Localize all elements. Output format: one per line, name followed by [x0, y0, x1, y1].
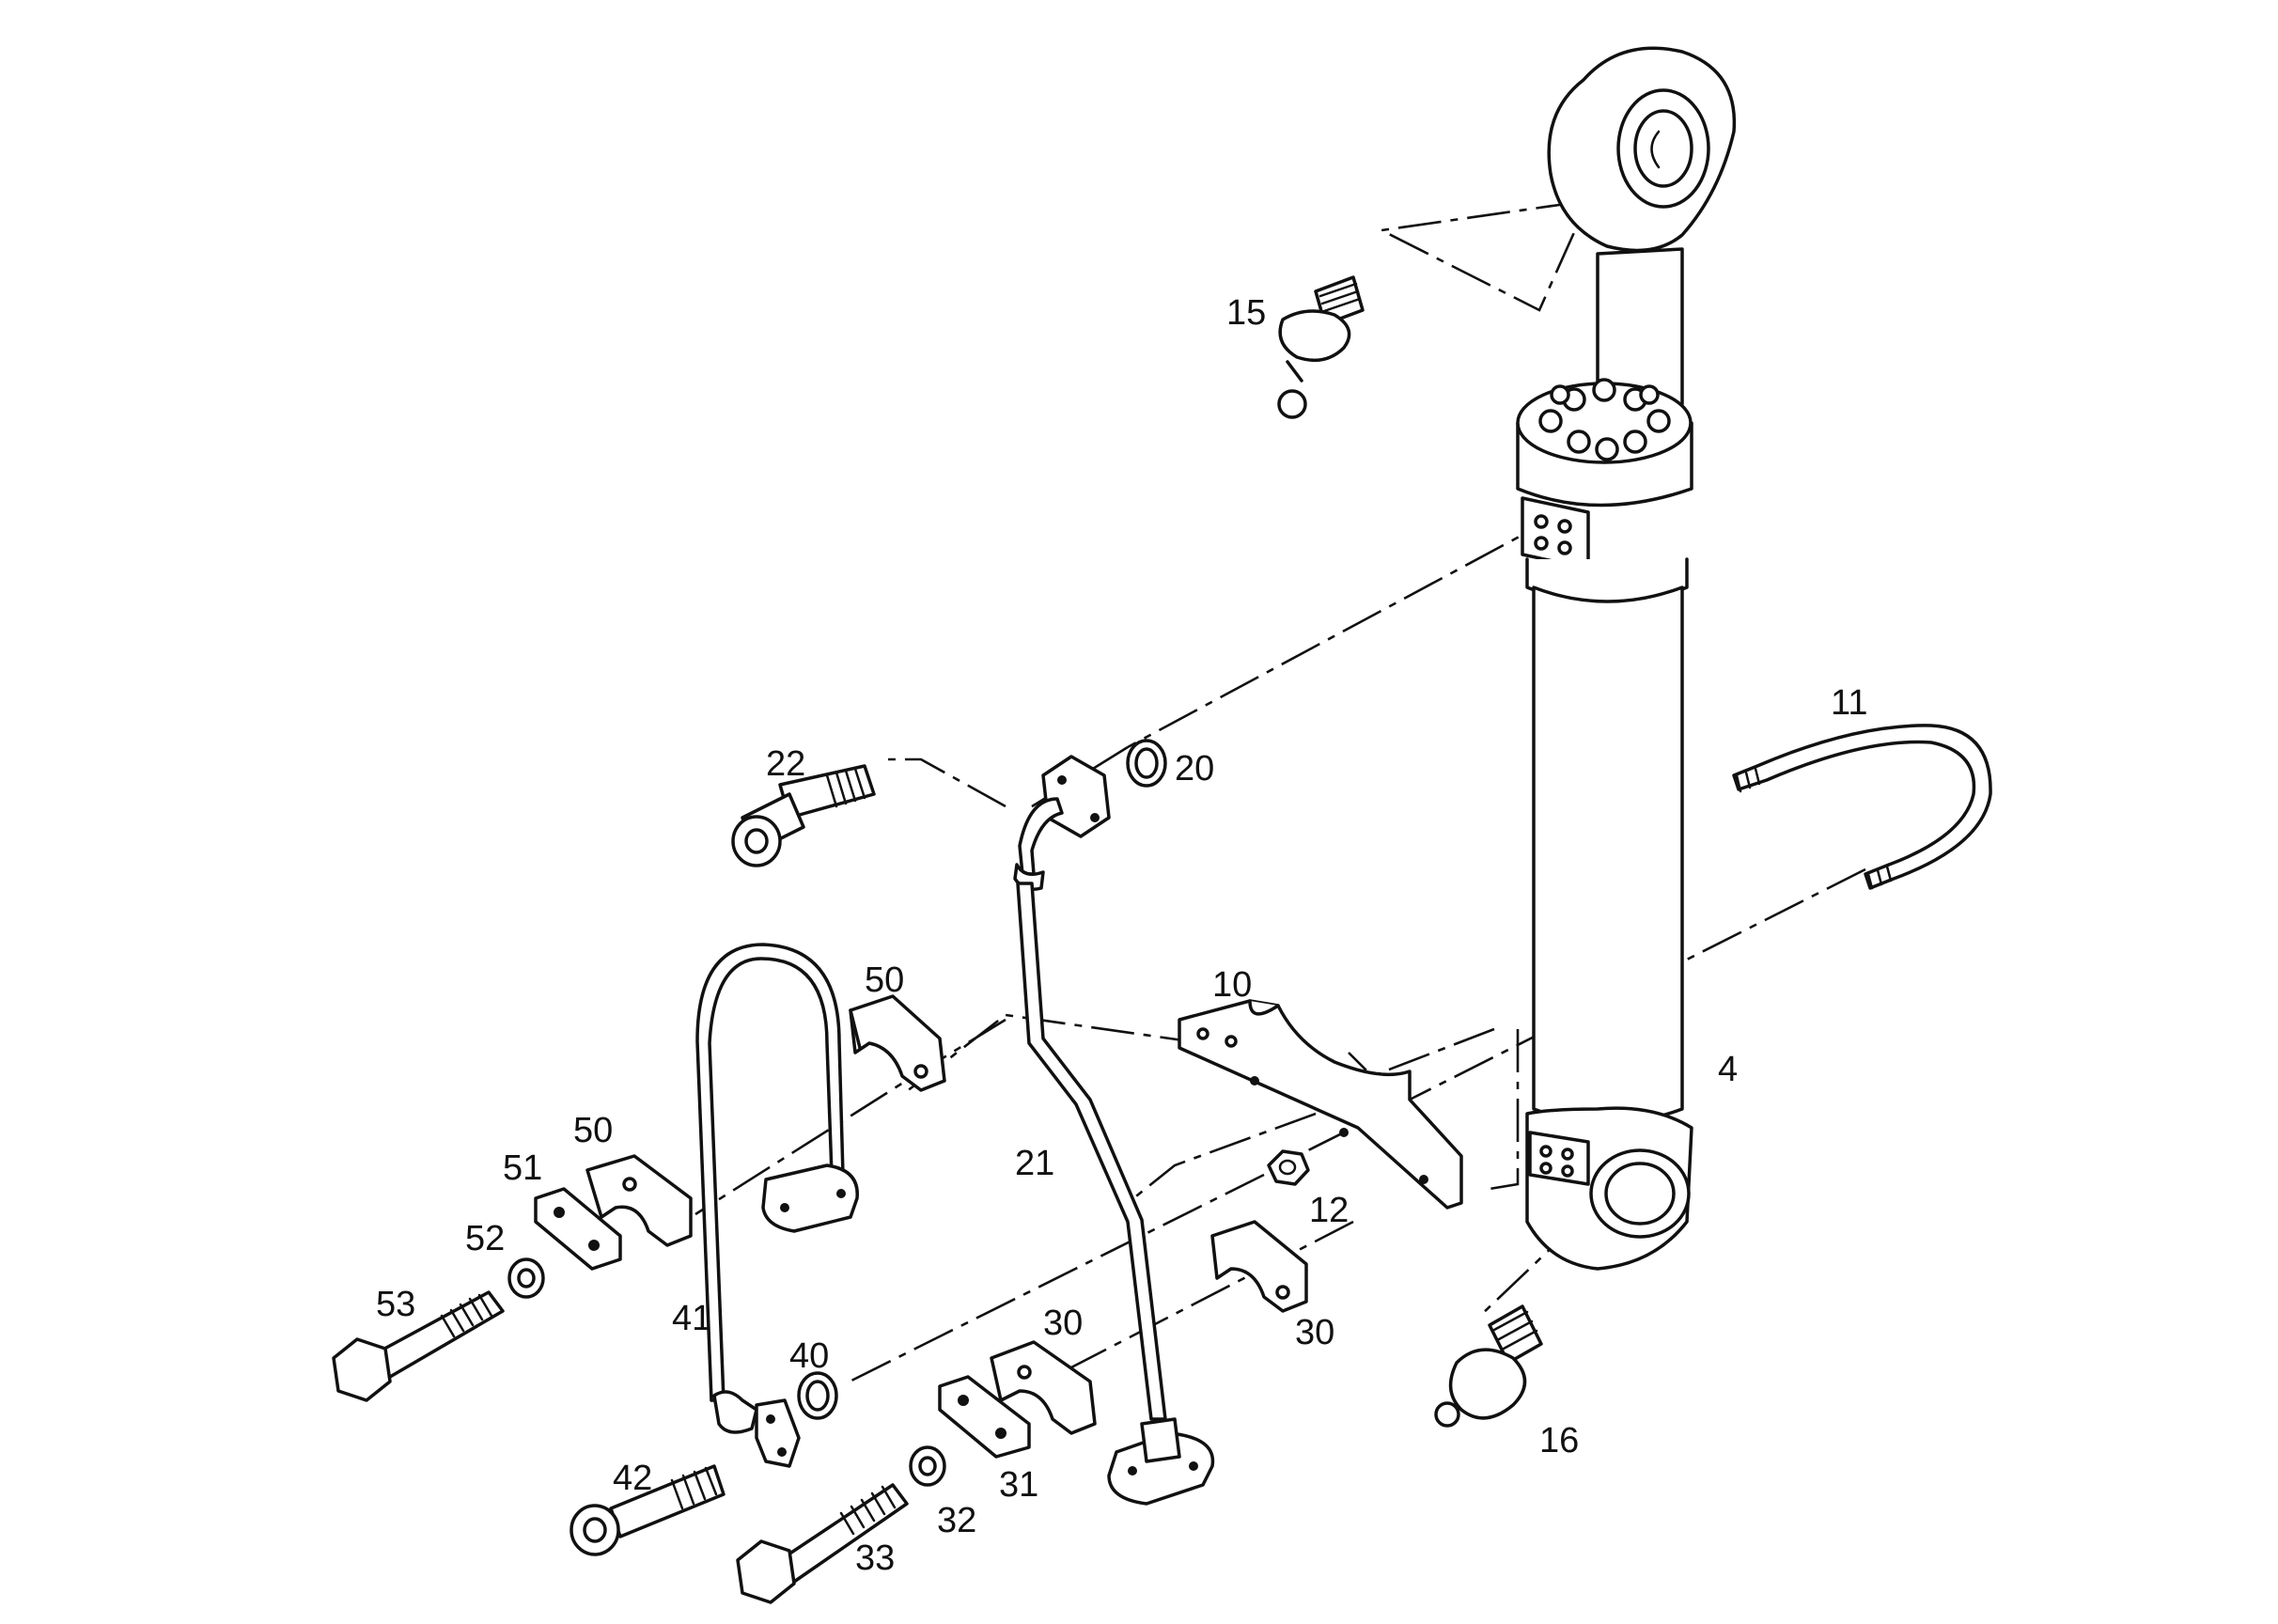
callout-labels: 4 10 11 12 15 16 20 21 22 30 30 31 32 33… — [376, 293, 1867, 1578]
callout-52: 52 — [465, 1219, 505, 1258]
callout-16: 16 — [1539, 1421, 1579, 1460]
callout-40: 40 — [789, 1336, 829, 1376]
callout-20: 20 — [1175, 749, 1214, 789]
bracket-10 — [1178, 999, 1463, 1210]
callout-32: 32 — [937, 1501, 976, 1540]
grease-nipple-upper — [1277, 275, 1365, 419]
socket-screw-42 — [570, 1464, 726, 1556]
pipe-41 — [695, 943, 859, 1468]
socket-screw-22 — [731, 764, 876, 867]
plate-31 — [938, 1375, 1031, 1459]
grease-nipple-lower — [1434, 1304, 1543, 1428]
assembly-leader-lines — [694, 200, 1866, 1385]
hex-bolt-33 — [736, 1483, 909, 1604]
pipe-21 — [1013, 755, 1215, 1506]
callout-53: 53 — [376, 1285, 415, 1324]
plate-51 — [534, 1187, 622, 1271]
callout-50a: 50 — [865, 960, 904, 1000]
callout-10: 10 — [1212, 965, 1252, 1005]
clamp-half-30-right — [1210, 1220, 1308, 1313]
callout-30b: 30 — [1043, 1304, 1083, 1343]
callout-51: 51 — [503, 1148, 542, 1188]
washer-52 — [507, 1257, 545, 1299]
hex-bolt-53 — [332, 1290, 505, 1402]
callout-30a: 30 — [1295, 1313, 1334, 1352]
callout-21: 21 — [1015, 1144, 1054, 1183]
callout-4: 4 — [1718, 1050, 1738, 1089]
callout-33: 33 — [855, 1538, 895, 1578]
callout-31: 31 — [999, 1465, 1038, 1505]
callout-42: 42 — [613, 1459, 652, 1498]
washer-32 — [909, 1445, 946, 1487]
callout-41: 41 — [672, 1299, 711, 1338]
hydraulic-cylinder-body — [1516, 46, 1737, 1271]
callout-50b: 50 — [573, 1111, 613, 1150]
o-ring-40 — [797, 1371, 838, 1420]
callout-15: 15 — [1226, 293, 1266, 333]
callout-22: 22 — [766, 744, 805, 784]
clamp-half-30-left — [990, 1340, 1097, 1435]
clamp-half-50-lower — [585, 1154, 693, 1247]
callout-11: 11 — [1831, 683, 1867, 723]
clamp-half-50-upper — [849, 994, 946, 1092]
nut-12 — [1267, 1149, 1310, 1186]
u-bolt — [1732, 724, 1992, 890]
callout-12: 12 — [1309, 1191, 1349, 1230]
head-bolt-circle — [1538, 378, 1671, 461]
o-ring-20 — [1126, 739, 1167, 788]
